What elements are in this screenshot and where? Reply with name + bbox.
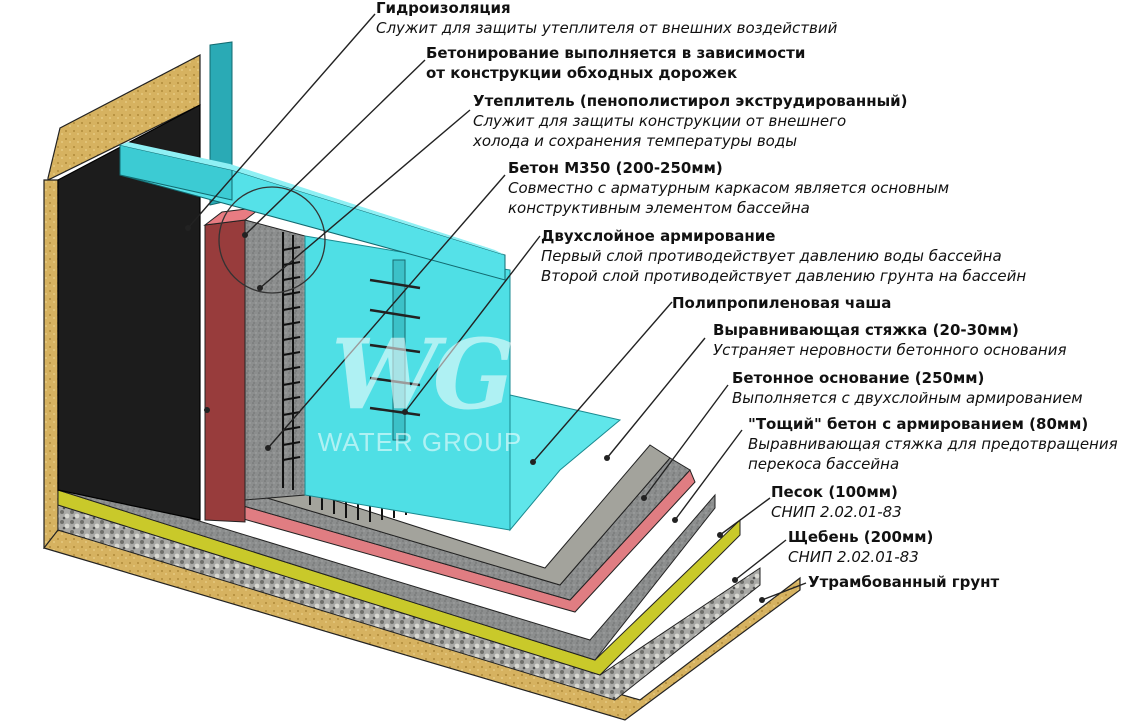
label-title: Щебень (200мм) bbox=[788, 528, 934, 546]
label-desc: Выполняется с двухслойным армированием bbox=[732, 389, 1083, 407]
label-title: Двухслойное армирование bbox=[541, 227, 776, 245]
label-bowl: Полипропиленовая чаша bbox=[672, 293, 891, 313]
label-base: Бетонное основание (250мм) Выполняется с… bbox=[732, 368, 1083, 408]
label-soil: Утрамбованный грунт bbox=[808, 572, 999, 592]
label-title: Бетонное основание (250мм) bbox=[732, 369, 985, 387]
label-screed: Выравнивающая стяжка (20-30мм) Устраняет… bbox=[713, 320, 1067, 360]
label-title: Бетонирование выполняется в зависимости bbox=[426, 44, 806, 62]
label-waterproofing: Гидроизоляция Служит для защиты утеплите… bbox=[376, 0, 837, 38]
label-concrete: Бетон М350 (200-250мм) Совместно с армат… bbox=[508, 158, 949, 218]
label-title: Утрамбованный грунт bbox=[808, 573, 1000, 591]
label-desc: конструктивным элементом бассейна bbox=[508, 199, 810, 217]
label-desc: Второй слой противодействует давлению гр… bbox=[541, 267, 1027, 285]
label-title: Полипропиленовая чаша bbox=[672, 294, 892, 312]
label-insulation: Утеплитель (пенополистирол экструдирован… bbox=[473, 91, 908, 151]
polypropylene-bowl-floor bbox=[509, 394, 622, 532]
label-title: Гидроизоляция bbox=[376, 0, 511, 17]
label-title: Утеплитель (пенополистирол экструдирован… bbox=[473, 92, 908, 110]
label-desc: Выравнивающая стяжка для предотвращения bbox=[748, 435, 1118, 453]
label-desc: Служит для защиты утеплителя от внешних … bbox=[376, 19, 838, 37]
waterproofing-wall bbox=[57, 104, 201, 521]
label-concreting: Бетонирование выполняется в зависимости … bbox=[426, 43, 805, 83]
label-desc: Устраняет неровности бетонного основания bbox=[713, 341, 1067, 359]
pool-coping bbox=[119, 41, 506, 281]
label-desc: перекоса бассейна bbox=[748, 455, 900, 473]
leader-dots bbox=[185, 225, 765, 603]
label-sand: Песок (100мм) СНИП 2.02.01-83 bbox=[771, 482, 902, 522]
wall-anchor-rebar bbox=[369, 259, 421, 441]
label-title: Песок (100мм) bbox=[771, 483, 898, 501]
rebar-cage bbox=[282, 232, 407, 522]
label-desc: Первый слой противодействует давлению во… bbox=[541, 247, 1002, 265]
label-lean-concrete: "Тощий" бетон с армированием (80мм) Выра… bbox=[748, 414, 1118, 474]
label-title: Бетон М350 (200-250мм) bbox=[508, 159, 723, 177]
label-gravel: Щебень (200мм) СНИП 2.02.01-83 bbox=[788, 527, 933, 567]
label-title: Выравнивающая стяжка (20-30мм) bbox=[713, 321, 1019, 339]
label-desc: Служит для защиты конструкции от внешнег… bbox=[473, 112, 847, 130]
label-desc: холода и сохранения температуры воды bbox=[473, 132, 798, 150]
label-desc: Совместно с арматурным каркасом является… bbox=[508, 179, 950, 197]
leader-lines bbox=[187, 13, 807, 601]
detail-highlight-circle bbox=[218, 186, 326, 294]
label-desc: СНИП 2.02.01-83 bbox=[771, 503, 902, 521]
label-title: "Тощий" бетон с армированием (80мм) bbox=[748, 415, 1089, 433]
label-title-line2: от конструкции обходных дорожек bbox=[426, 64, 738, 82]
label-reinforcement: Двухслойное армирование Первый слой прот… bbox=[541, 226, 1026, 286]
label-desc: СНИП 2.02.01-83 bbox=[788, 548, 919, 566]
